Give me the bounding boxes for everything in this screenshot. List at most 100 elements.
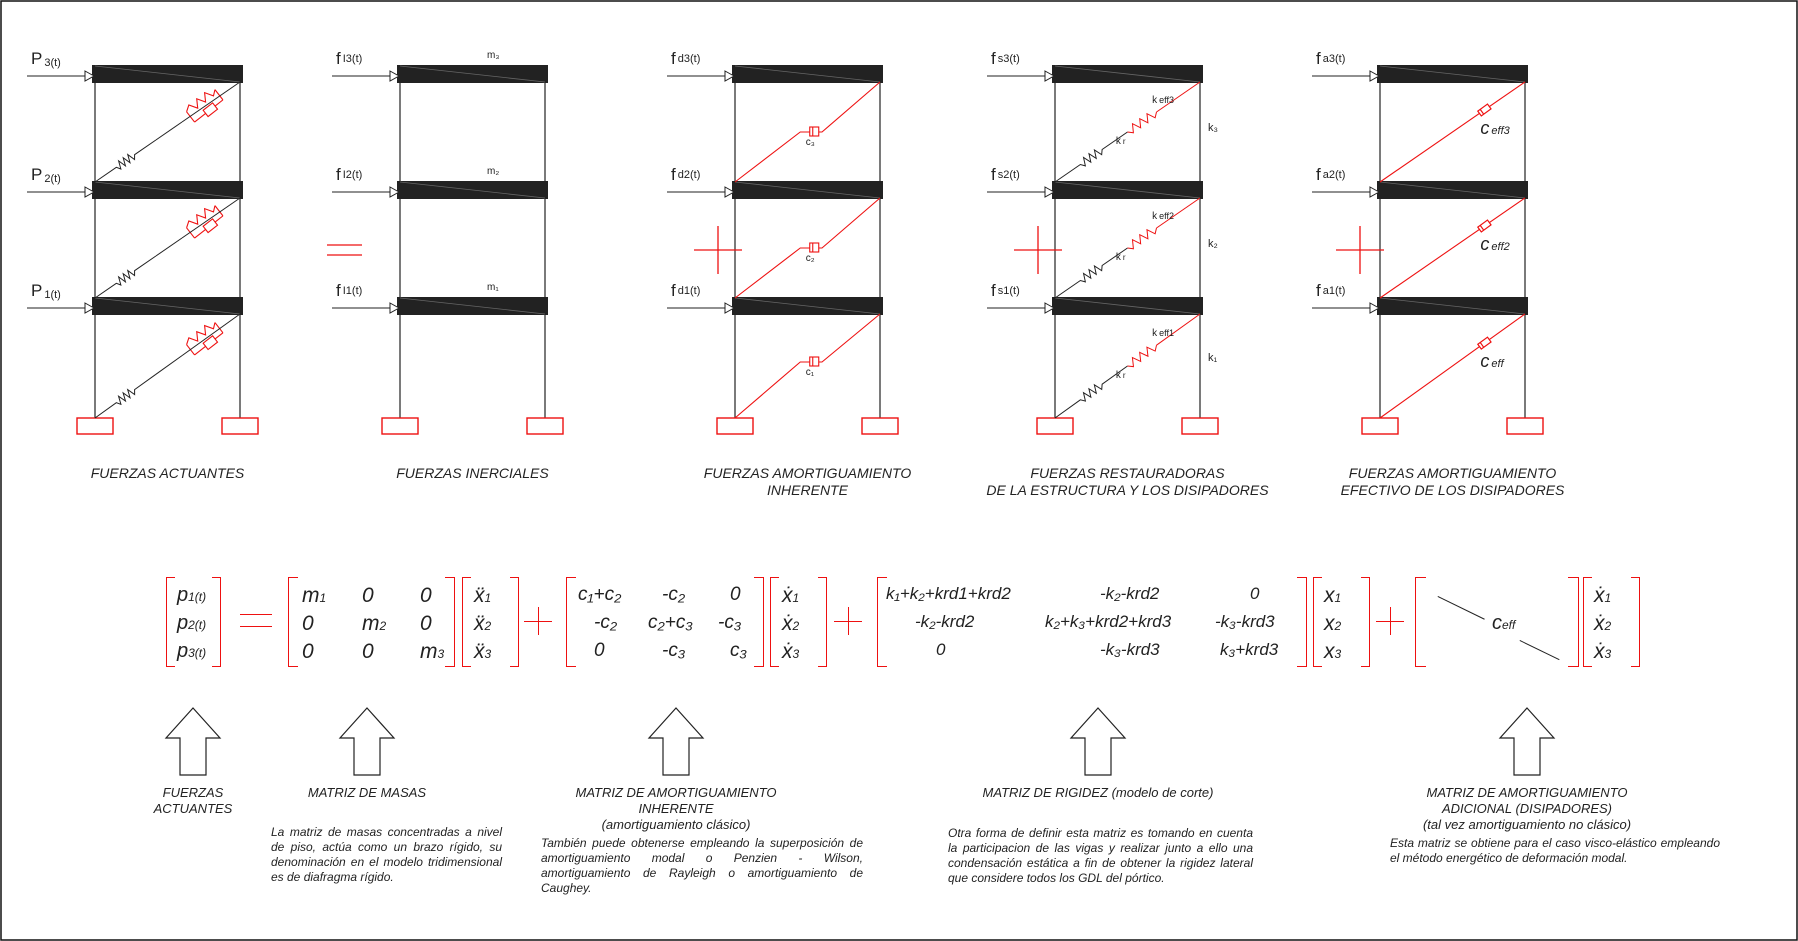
stiffness-matrix-cell-2-3: -k₃-krd3 [1215,612,1275,631]
brace [155,355,183,375]
explanation-title-4: MATRIZ DE RIGIDEZ (modelo de corte) [918,785,1278,801]
effective-damper-brace [1379,81,1526,183]
explanation-title-line: ACTUANTES [153,801,233,816]
beam-hatch [94,297,241,315]
beam-hatch [399,65,546,83]
force-arrow-head [1369,186,1381,198]
mass-matrix-cell-1-3: 0 [420,584,432,607]
ceff-diagonal-label: ceff [1492,612,1516,634]
beam-hatch [399,297,546,315]
up-arrow-icon [164,707,222,776]
support-icon [1181,417,1219,435]
stiffness-matrix-cell-1-1: k₁+k₂+krd1+krd2 [886,584,1011,603]
force-arrow-head [84,70,96,82]
acc-vector-cell-3: ẍ3 [474,640,492,663]
explanation-title-line: MATRIZ DE AMORTIGUAMIENTO [1426,785,1628,800]
beam-hatch [94,181,241,199]
spring [94,255,157,299]
beam-hatch [1054,65,1201,83]
force-arrow-head [84,302,96,314]
disp-vector-cell-2: x2 [1324,612,1342,635]
damper-icon [809,356,820,367]
mass-label-m2: m₂ [487,166,500,177]
frame-title-line: FUERZAS AMORTIGUAMIENTO [1348,465,1557,481]
frame-title-line: FUERZAS AMORTIGUAMIENTO [703,465,912,481]
mass-matrix-cell-3-2: 0 [362,640,374,663]
explanation-title-line: FUERZAS [162,785,224,800]
inherent-damper-link [734,197,881,299]
p-vector-bracket-left [166,577,175,667]
beam-hatch [1054,297,1201,315]
frame-inerciales [332,65,564,435]
inherent-damper-link [734,81,881,183]
damper-icon [809,126,820,137]
spring [1054,247,1128,299]
brace [1156,313,1201,346]
support-icon [381,417,419,435]
acc-vector-cell-2: ẍ2 [474,612,492,635]
beam-hatch [1379,181,1526,199]
force-arrow-head [1369,70,1381,82]
vel-vector-cell-3: ẋ3 [782,640,800,663]
frame-title-inerciales: FUERZAS INERCIALES [283,465,663,482]
beam-hatch [1379,65,1526,83]
damping-matrix-bracket-left [566,577,576,667]
beam-hatch [94,65,241,83]
damping-matrix-cell-1-1: c₁+c₂ [578,584,622,605]
damper-icon [1476,219,1492,233]
explanation-body-4: Otra forma de definir esta matriz es tom… [948,826,1253,885]
frame-amort_inherente [667,65,899,435]
vel-vector-bracket-right [818,577,827,667]
force-arrow-head [389,186,401,198]
frame-restauradoras [987,65,1219,435]
vel-vector2-cell-2: ẋ2 [1594,612,1612,635]
frame-amort_efectivo [1312,65,1544,435]
force-arrow-head [1044,302,1056,314]
mass-matrix-bracket-right [445,577,455,667]
frame-title-line: EFECTIVO DE LOS DISIPADORES [1340,482,1565,498]
mass-matrix-cell-3-3: m3 [420,640,445,663]
frame-title-line: FUERZAS RESTAURADORAS [1030,465,1225,481]
brace [181,197,241,239]
ceff-matrix-bracket-right [1568,577,1579,667]
equation-equals-top [240,614,272,615]
damper-icon [1476,103,1492,117]
support-icon [1036,417,1074,435]
explanation-body-3: También puede obtenerse empleando la sup… [541,836,863,895]
support-icon [716,417,754,435]
mass-matrix-cell-2-1: 0 [302,612,314,635]
damping-matrix-cell-3-1: 0 [594,640,605,661]
disp-vector-bracket-right [1361,577,1370,667]
disp-vector-bracket-left [1313,577,1322,667]
force-arrow-head [1369,302,1381,314]
damping-matrix-cell-3-2: -c₃ [662,640,686,661]
explanation-title-line: MATRIZ DE RIGIDEZ (modelo de corte) [982,785,1214,800]
beam-hatch [734,181,881,199]
spring [1054,131,1128,183]
stiffness-matrix-cell-1-2: -k₂-krd2 [1100,584,1160,603]
stiffness-matrix-cell-3-2: -k₃-krd3 [1100,640,1160,659]
force-arrow-head [1044,186,1056,198]
brace [1156,81,1201,113]
damper-label-c2: c₂ [805,253,815,264]
damping-matrix-cell-3-3: c₃ [730,640,748,661]
